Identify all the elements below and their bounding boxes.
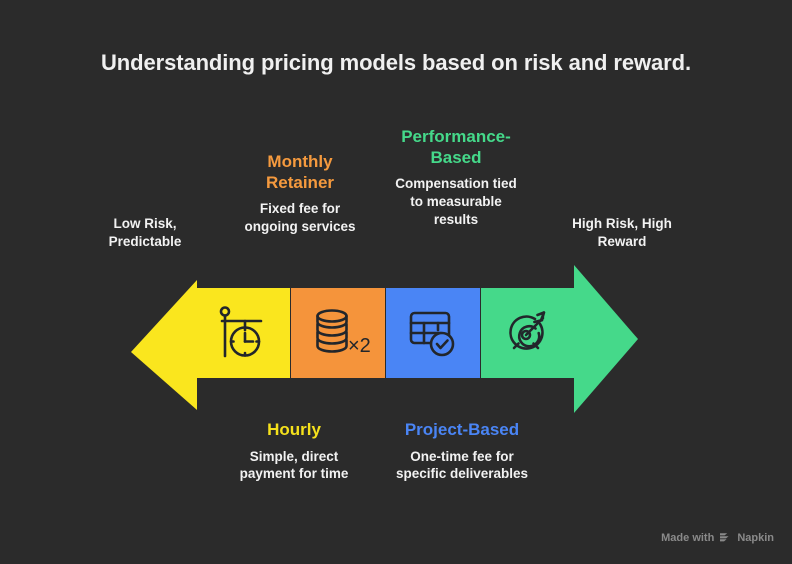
target-arrow-icon — [509, 311, 546, 350]
pricing-tile-hourly[interactable] — [196, 288, 290, 378]
axis-label-high-risk: High Risk, High Reward — [572, 216, 672, 249]
pricing-tile-performance-based[interactable] — [481, 288, 575, 378]
watermark-brand: Napkin — [737, 531, 774, 544]
page-title: Understanding pricing models based on ri… — [101, 50, 691, 75]
callout-title-performance-based: Performance- Based — [401, 127, 511, 167]
table-check-icon — [409, 311, 455, 357]
risk-reward-arrow-band: ×2 — [0, 255, 792, 420]
coin-stack-icon — [316, 309, 348, 353]
callout-description-performance-based: Compensation tied to measurable results — [395, 176, 517, 227]
arrow-left-icon — [131, 280, 197, 410]
callout-title-hourly: Hourly — [267, 420, 321, 439]
pricing-tile-project-based[interactable] — [386, 288, 480, 378]
callout-title-project-based: Project-Based — [404, 420, 520, 439]
tile-badge-multiplier: ×2 — [348, 335, 371, 357]
callout-title-monthly-retainer: Monthly Retainer — [265, 152, 335, 192]
watermark-prefix: Made with — [661, 531, 715, 544]
callout-monthly-retainer: Monthly Retainer Fixed fee for ongoing s… — [228, 152, 372, 236]
napkin-chevrons-icon — [720, 533, 729, 542]
callout-project-based: Project-Based One-time fee for specific … — [382, 420, 542, 483]
watermark: Made with Napkin — [661, 531, 774, 544]
callout-hourly: Hourly Simple, direct payment for time — [222, 420, 366, 483]
axis-label-low-risk: Low Risk, Predictable — [108, 216, 182, 249]
callout-performance-based: Performance- Based Compensation tied to … — [374, 127, 538, 228]
arrow-right-icon — [574, 265, 638, 413]
callout-description-project-based: One-time fee for specific deliverables — [395, 448, 529, 482]
hanging-clock-icon — [219, 306, 263, 358]
pricing-tile-monthly-retainer[interactable]: ×2 — [291, 288, 385, 378]
callout-description-hourly: Simple, direct payment for time — [239, 448, 349, 482]
callout-description-monthly-retainer: Fixed fee for ongoing services — [244, 201, 356, 235]
